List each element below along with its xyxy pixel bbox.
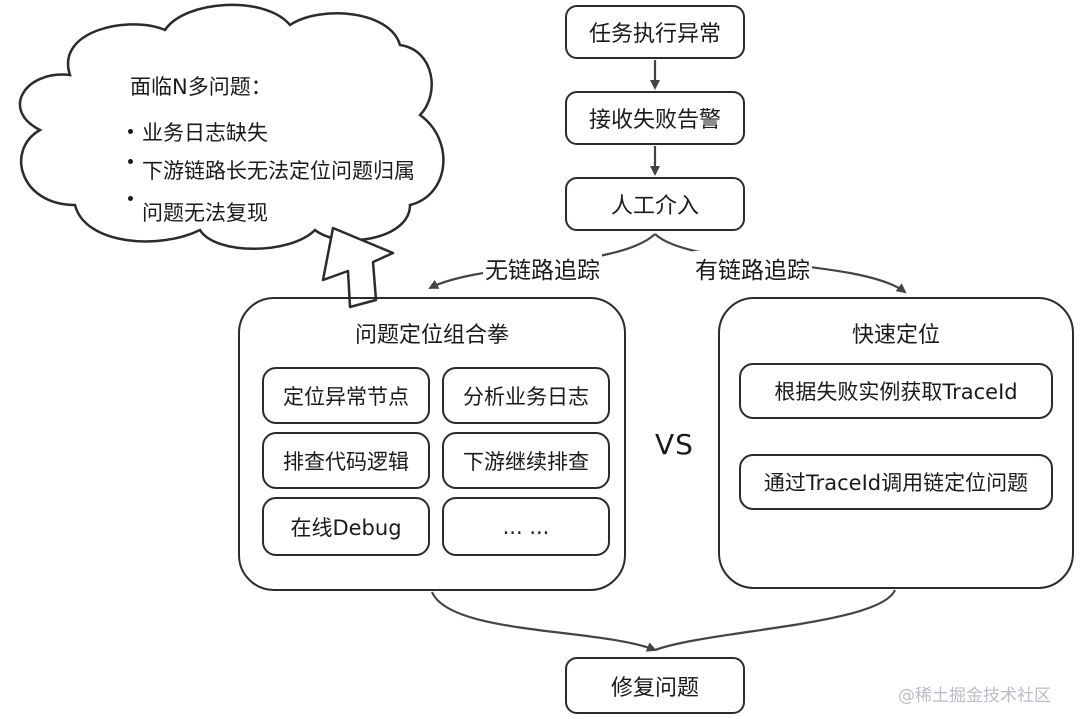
left-item-check-code: 排查代码逻辑 bbox=[262, 432, 430, 489]
right-group-container: 快速定位 bbox=[718, 297, 1074, 589]
cloud-point-3: 问题无法复现 bbox=[142, 201, 268, 225]
bullet-dot bbox=[128, 196, 133, 201]
flow-step-fix-issue: 修复问题 bbox=[565, 657, 745, 714]
branch-label-with-trace: 有链路追踪 bbox=[693, 251, 812, 285]
flow-step-receive-alert: 接收失败告警 bbox=[565, 91, 745, 145]
cloud-heading: 面临N多问题： bbox=[130, 75, 272, 99]
flow-step-task-error: 任务执行异常 bbox=[565, 5, 745, 59]
left-item-online-debug: 在线Debug bbox=[262, 497, 430, 556]
left-item-analyze-logs: 分析业务日志 bbox=[442, 367, 610, 424]
cloud-point-2: 下游链路长无法定位问题归属 bbox=[142, 159, 415, 183]
cloud-shape bbox=[18, 3, 445, 250]
right-item-trace-locate: 通过TraceId调用链定位问题 bbox=[739, 454, 1053, 510]
arrow-left-to-final bbox=[430, 591, 657, 652]
left-item-more: ... ... bbox=[442, 497, 610, 556]
right-group-title: 快速定位 bbox=[851, 323, 940, 348]
cloud-point-1: 业务日志缺失 bbox=[142, 121, 268, 145]
left-item-locate-node: 定位异常节点 bbox=[262, 367, 430, 424]
bullet-dot bbox=[128, 129, 133, 134]
left-item-downstream-check: 下游继续排查 bbox=[442, 432, 610, 489]
flow-step-manual-intervention: 人工介入 bbox=[565, 177, 745, 231]
right-item-get-traceid: 根据失败实例获取TraceId bbox=[739, 363, 1053, 419]
left-group-container: 问题定位组合拳 bbox=[238, 297, 626, 591]
bullet-dot bbox=[128, 159, 133, 164]
hollow-arrow-to-cloud bbox=[321, 226, 395, 309]
watermark: @稀土掘金技术社区 bbox=[898, 686, 1051, 706]
vs-label: VS bbox=[655, 428, 694, 461]
left-group-title: 问题定位组合拳 bbox=[354, 323, 509, 348]
arrow-right-to-final bbox=[654, 589, 897, 652]
branch-label-no-trace: 无链路追踪 bbox=[483, 251, 602, 285]
